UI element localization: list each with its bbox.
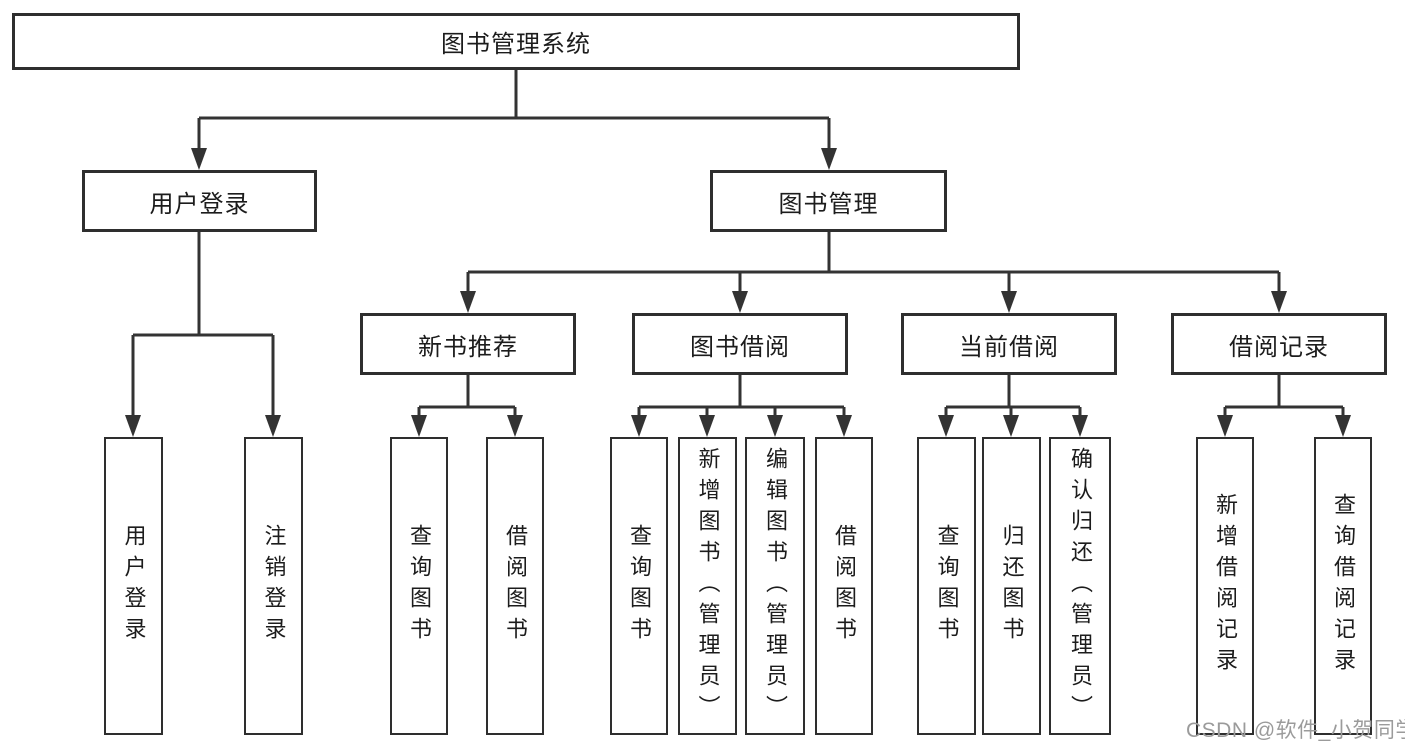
leaf-label: 借阅图书 [832, 524, 857, 648]
leaf-label: 查询图书 [627, 524, 652, 648]
leaf-user-login: 用户登录 [104, 437, 163, 735]
leaf-logout: 注销登录 [244, 437, 303, 735]
leaf-label: 用户登录 [121, 524, 147, 648]
leaf-confirm-return-admin: 确认归还（管理员） [1049, 437, 1111, 735]
leaf-query-books-current: 查询图书 [917, 437, 976, 735]
leaf-query-books-borrow: 查询图书 [610, 437, 668, 735]
leaf-label: 注销登录 [261, 524, 287, 648]
node-root-system: 图书管理系统 [12, 13, 1020, 70]
leaf-query-borrow-record: 查询借阅记录 [1314, 437, 1372, 735]
node-borrow-records: 借阅记录 [1171, 313, 1387, 375]
leaf-label: 编辑图书（管理员） [763, 446, 788, 726]
watermark-text: CSDN @软件_小贺同学 [1186, 719, 1405, 742]
leaf-add-book-admin: 新增图书（管理员） [678, 437, 737, 735]
node-user-login: 用户登录 [82, 170, 317, 232]
leaf-query-books-recommend: 查询图书 [390, 437, 448, 735]
leaf-label: 查询借阅记录 [1331, 493, 1356, 679]
node-new-book-recommend: 新书推荐 [360, 313, 576, 375]
leaf-label: 归还图书 [999, 524, 1025, 648]
node-current-borrow: 当前借阅 [901, 313, 1117, 375]
leaf-label: 查询图书 [934, 524, 960, 648]
leaf-add-borrow-record: 新增借阅记录 [1196, 437, 1254, 735]
leaf-borrow-books-recommend: 借阅图书 [486, 437, 544, 735]
node-book-management: 图书管理 [710, 170, 947, 232]
node-book-borrow: 图书借阅 [632, 313, 848, 375]
leaf-edit-book-admin: 编辑图书（管理员） [745, 437, 805, 735]
leaf-label: 新增图书（管理员） [695, 446, 721, 726]
leaf-label: 借阅图书 [503, 524, 528, 648]
leaf-label: 确认归还（管理员） [1068, 446, 1093, 726]
leaf-label: 查询图书 [407, 524, 432, 648]
leaf-label: 新增借阅记录 [1213, 493, 1238, 679]
leaf-return-book: 归还图书 [982, 437, 1041, 735]
leaf-borrow-book: 借阅图书 [815, 437, 873, 735]
